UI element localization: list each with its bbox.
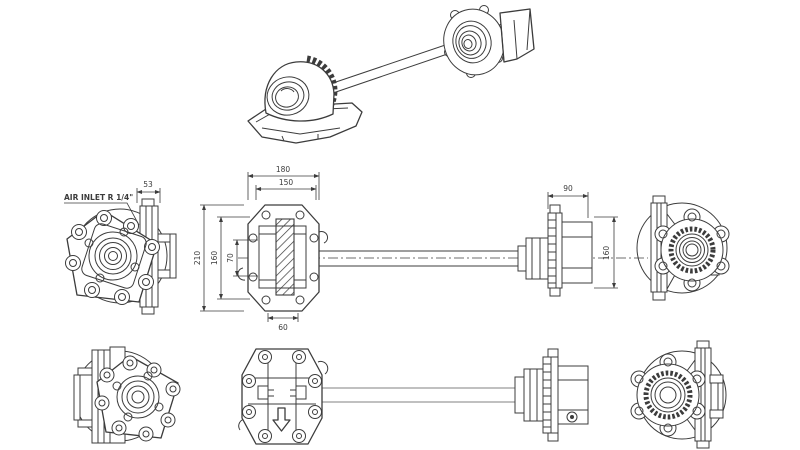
iso-gear-housing [247, 55, 363, 144]
spline-ribs [548, 219, 556, 284]
dim-label-210: 210 [193, 251, 202, 266]
dim-hub-width: 60 [267, 313, 299, 332]
dim-output-width: 90 [547, 184, 589, 218]
shaft [320, 387, 515, 403]
drain-screw [566, 411, 578, 423]
dim-flange-width: 180 [247, 165, 320, 200]
gearbox-housing [557, 365, 589, 425]
dim-label-60: 60 [278, 323, 288, 332]
dim-label-53: 53 [143, 180, 153, 189]
bottom-output-side-view [630, 340, 727, 449]
center-bore [116, 375, 160, 419]
bottom-output-view [514, 348, 589, 442]
dim-side-depth: 53 [136, 180, 161, 203]
coupling-step-1 [514, 376, 525, 414]
coupling-step-2 [523, 368, 544, 422]
dim-bolt-circle-height: 160 [210, 216, 250, 300]
dim-label-160-left: 160 [210, 251, 219, 266]
flange-bolts [65, 210, 160, 305]
dim-flange-height: 210 [193, 204, 244, 312]
inner-flange-square [81, 223, 147, 289]
iso-bore-outer [266, 76, 310, 116]
flange-bolt-holes [658, 212, 726, 288]
gear-ring-teeth [643, 370, 693, 420]
gearbox-housing [561, 221, 593, 284]
port-left [257, 385, 269, 400]
dim-label-160-right: 160 [602, 246, 611, 261]
flange-bolt-holes [634, 357, 702, 433]
isometric-view [247, 5, 535, 144]
output-end-view: 90 160 [517, 184, 618, 297]
dim-bolt-circle-width: 150 [255, 178, 317, 200]
shaft [319, 250, 518, 267]
dim-output-height: 160 [594, 216, 618, 289]
flow-arrow [272, 407, 291, 432]
flange-bolt-holes [248, 210, 319, 305]
gear-section-hatch [275, 218, 295, 296]
dim-label-180: 180 [276, 165, 291, 174]
port-right [295, 385, 307, 400]
dim-label-90: 90 [563, 184, 573, 193]
output-side-view [636, 195, 730, 301]
input-side-view: AIR INLET R 1/4" 53 [64, 180, 177, 315]
dim-label-70: 70 [226, 253, 235, 263]
coupling-step-2 [525, 237, 549, 280]
center-bore [88, 231, 138, 281]
front-section-view: 180 150 210 160 70 [193, 165, 648, 332]
disc-edge [636, 202, 728, 294]
gear-ring-teeth [668, 226, 716, 274]
air-inlet-callout: AIR INLET R 1/4" [64, 193, 140, 226]
housing-bolts [242, 350, 322, 443]
dim-hub-height: 70 [226, 239, 258, 277]
coupling-step-1 [517, 245, 527, 272]
leader-line [64, 202, 140, 226]
iso-bearing-flange [443, 5, 508, 78]
housing-outline [241, 348, 323, 445]
bottom-plan-view [238, 348, 515, 445]
air-inlet-label: AIR INLET R 1/4" [64, 193, 133, 202]
bottom-input-view [73, 346, 181, 444]
spline-ribs [543, 363, 551, 428]
stud-bolts [94, 355, 181, 442]
iso-gearbox-body [499, 8, 535, 63]
dim-label-150: 150 [279, 178, 294, 187]
spline-ring [547, 212, 563, 289]
